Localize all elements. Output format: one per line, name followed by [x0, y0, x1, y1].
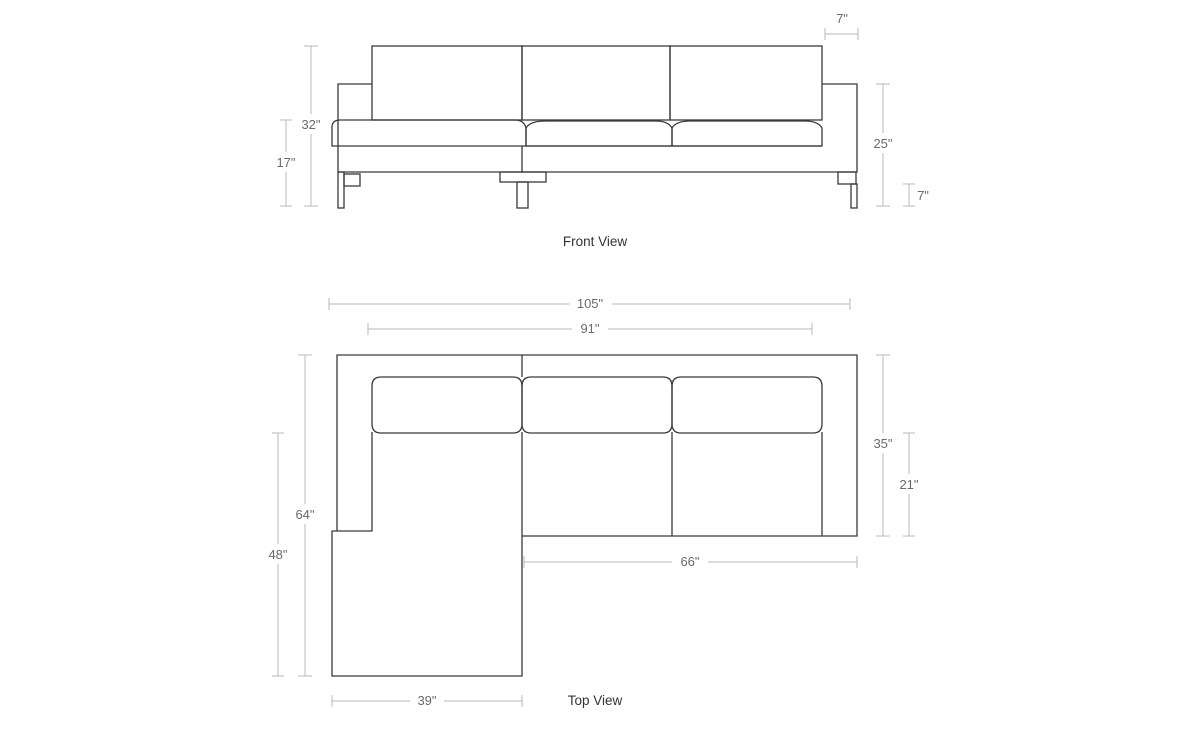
top-overall-width-label: 105" [577, 296, 604, 311]
front-overall-height-label: 32" [301, 117, 320, 132]
top-chaise-depth-label: 64" [295, 507, 314, 522]
front-view-caption: Front View [563, 234, 628, 249]
front-dimension-lines [280, 28, 915, 207]
front-seat-cushion-right [671, 120, 823, 147]
front-leg-left [337, 171, 361, 209]
front-view-drawing [331, 45, 858, 209]
front-leg-right [837, 171, 858, 209]
front-chaise-base [337, 146, 523, 173]
top-back-cushion-middle [521, 376, 673, 434]
front-right-arm [522, 83, 858, 173]
top-chaise-width-label: 39" [417, 693, 436, 708]
top-view-caption: Top View [568, 693, 623, 708]
front-seat-cushion-middle [525, 120, 673, 147]
front-arm-width-label: 7" [836, 11, 848, 26]
front-chaise-seat [331, 119, 527, 147]
top-back-cushion-right [671, 376, 823, 434]
top-sofa-seat [522, 432, 823, 537]
front-back-cushion-right [669, 45, 823, 121]
top-seat-depth-label: 21" [899, 477, 918, 492]
front-chaise-arm [337, 83, 372, 146]
top-back-cushion-left [371, 376, 523, 434]
top-chaise-seat-depth-label: 48" [268, 547, 287, 562]
top-view-drawing [331, 354, 858, 677]
top-overall-depth-label: 35" [873, 436, 892, 451]
top-seat-width-label: 91" [580, 321, 599, 336]
front-leg-height-label: 7" [917, 188, 929, 203]
top-sofa-section-width-label: 66" [680, 554, 699, 569]
top-dimension-lines [272, 298, 915, 707]
front-leg-middle [499, 171, 547, 209]
front-back-cushion-middle [521, 45, 671, 121]
front-back-cushion-left [371, 45, 523, 121]
front-seat-height-label: 17" [276, 155, 295, 170]
front-arm-height-label: 25" [873, 136, 892, 151]
top-outer-frame [336, 354, 858, 537]
top-chaise-seat [331, 432, 523, 677]
